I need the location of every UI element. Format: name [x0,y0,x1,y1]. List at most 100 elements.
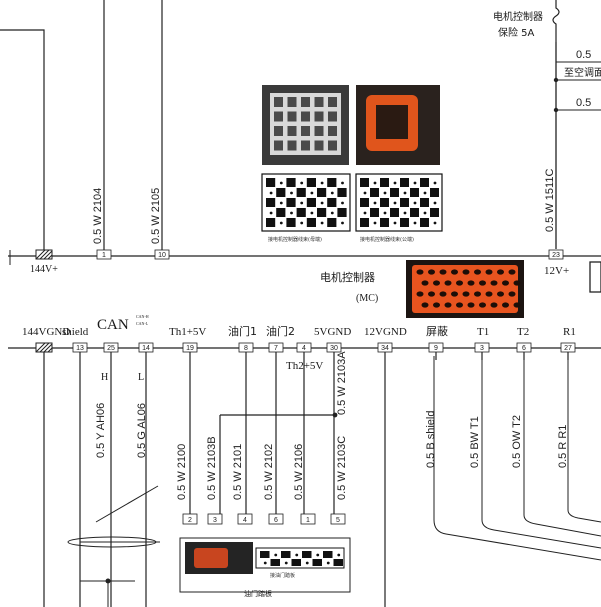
label-can: CAN [97,317,129,333]
wire-label: 0.5 BW T1 [469,416,481,468]
top-pin-1: 1 [96,249,112,260]
photo-caption-right: 接电机控制器线束(公端) [360,236,414,243]
fuse-label-1: 电机控制器 [493,10,543,23]
label-shield-cn: 屏蔽 [426,325,448,338]
hv-connector-bottom [35,342,53,353]
throttle-pin-label: 1 [306,517,310,524]
label-throttle1: 油门1 [228,324,257,338]
splice-dot [553,77,559,83]
photo-caption-left: 接电机控制器线束(母端) [268,236,322,243]
wire-label-1511C: 0.5 W 1511C [544,169,556,232]
wire-label: 0.5 W 2106 [293,444,305,500]
svg-text:23: 23 [552,252,560,259]
svg-text:1: 1 [102,252,106,259]
bottom-pin-13 [72,342,88,353]
throttle-name: 油门踏板 [244,589,272,598]
ac-wire-label-1: 0.5 [576,49,591,61]
rail-label-144vgnd: 144VGND [22,326,70,338]
wire-label: 0.5 G AL06 [136,403,148,458]
throttle-pin-5 [330,513,346,525]
can-legend-l: CAN-L [136,321,149,326]
pinout-diagram-left [261,173,351,232]
label-t2: T2 [517,326,529,338]
bottom-pin-30 [326,342,342,353]
throttle-photo [185,542,253,574]
bottom-pin-label: 6 [522,345,526,352]
splice-dot [553,107,559,113]
top-pin-10: 10 [154,249,170,260]
wire-label: 0.5 W 2103A [336,351,348,415]
t2-wire-out [523,356,601,537]
wire-label: 0.5 OW T2 [511,415,523,468]
wire-label: 0.5 W 2100 [176,444,188,500]
harness-photo-male [356,85,440,165]
label-th1: Th1+5V [169,326,206,338]
rail-label-144v: 144V+ [30,264,58,275]
throttle-pin-2 [182,513,198,525]
wire-label: 0.5 W 2102 [263,444,275,500]
harness-photo-female [262,85,349,165]
bottom-pin-label: 14 [142,345,150,352]
label-t1: T1 [477,326,489,338]
wire-label: 0.5 W 2103B [206,436,218,500]
label-5vgnd: 5VGND [314,326,351,338]
controller-abbr: (MC) [356,293,378,304]
fuse-block: 电机控制器 保险 5A 0.5 至空调面 0.5 [493,0,601,249]
label-shield: shield [62,326,89,338]
throttle-pin-1 [300,513,316,525]
wire-label: 0.5 R R1 [557,425,569,468]
wire-label: 0.5 Y AH06 [95,403,107,458]
can-legend-h: CAN-H [136,314,149,319]
shield-wire-out [433,356,601,561]
wire-label-2104: 0.5 W 2104 [92,188,104,244]
throttle-pin-label: 2 [188,517,192,524]
bottom-pin-25 [103,342,119,353]
hv-positive-lead [0,29,45,250]
top-pin-23: 23 [548,249,564,260]
label-12vgnd: 12VGND [364,326,407,338]
controller-name: 电机控制器 [320,270,375,284]
fuse-symbol [552,0,560,42]
t1-wire-out [481,356,601,549]
splice-dot [332,412,338,418]
throttle-pin-label: 4 [243,517,247,524]
label-throttle2: 油门2 [266,324,295,338]
label-r1: R1 [563,326,576,338]
bottom-pin-label: 34 [381,345,389,352]
bottom-pin-3 [474,342,490,353]
bottom-pin-8 [238,342,254,353]
side-connector [589,261,601,293]
ac-wire-label-2: 0.5 [576,97,591,109]
ac-label: 至空调面 [564,66,601,79]
can-twist-line [95,485,159,523]
rail-label-12v: 12V+ [544,265,569,277]
bottom-pin-34 [377,342,393,353]
wire-label: 0.5 B shield [425,411,437,468]
wire-label: 0.5 W 2101 [232,444,244,500]
throttle-pin-3 [207,513,223,525]
throttle-pinout [255,547,345,569]
bottom-pin-label: 30 [330,345,338,352]
bottom-pin-14 [138,342,154,353]
throttle-pin-4 [237,513,253,525]
bottom-pin-27 [560,342,576,353]
bottom-pin-label: 13 [76,345,84,352]
svg-text:10: 10 [158,252,166,259]
bottom-pin-label: 27 [564,345,572,352]
throttle-pin-label: 6 [274,517,278,524]
can-l-label: L [138,372,144,383]
bottom-pin-label: 4 [302,345,306,352]
throttle-pin-label: 3 [213,517,217,524]
bottom-pin-19 [182,342,198,353]
bottom-pin-label: 25 [107,345,115,352]
bottom-pin-label: 19 [186,345,194,352]
wire-label: 0.5 W 2103C [336,436,348,500]
wire-label-2105: 0.5 W 2105 [150,188,162,244]
fuse-label-2: 保险 5A [498,26,535,39]
bottom-pin-label: 9 [434,345,438,352]
throttle-pin-label: 5 [336,517,340,524]
label-th2: Th2+5V [286,360,323,372]
bottom-pin-9 [428,342,444,353]
